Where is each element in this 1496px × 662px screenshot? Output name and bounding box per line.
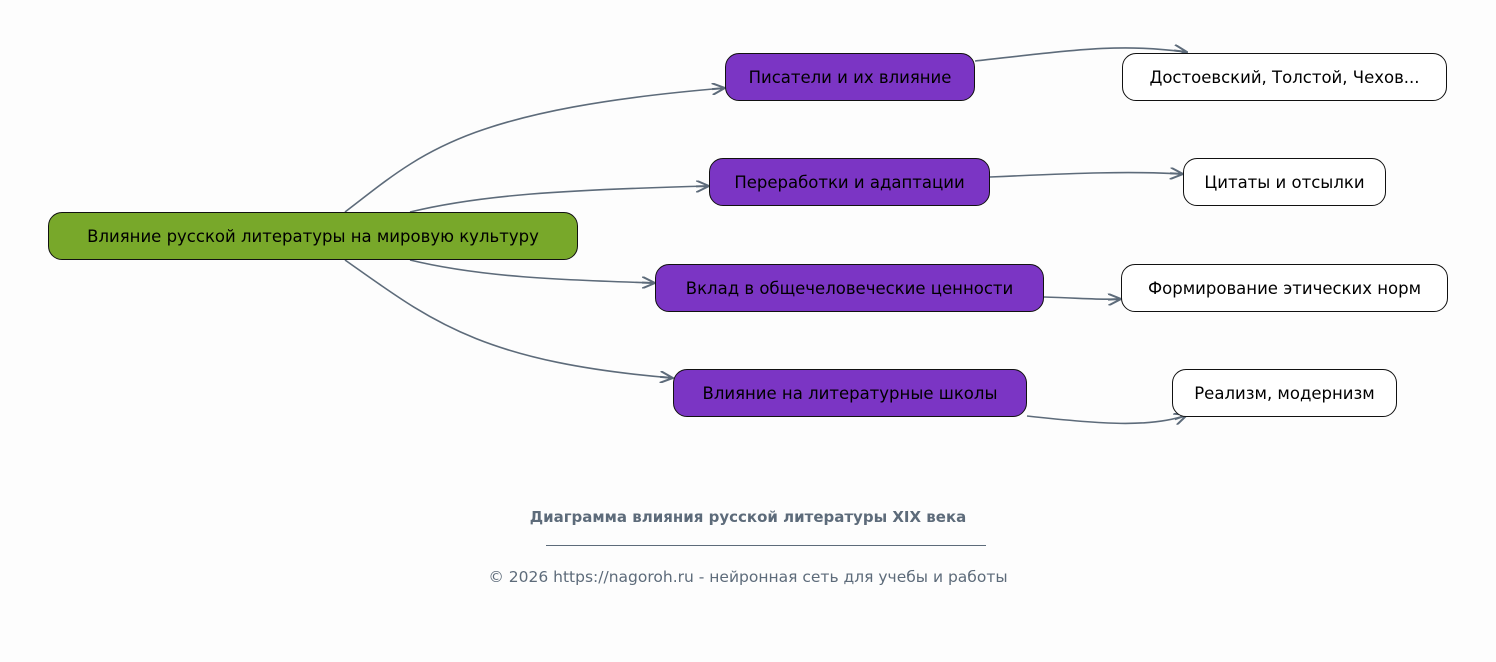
edge-root-branch-3	[409, 259, 655, 283]
edge-root-branch-1	[344, 88, 725, 213]
branch-label: Писатели и их влияние	[748, 67, 952, 87]
leaf-node-4[interactable]: Реализм, модернизм	[1172, 369, 1397, 417]
branch-label: Переработки и адаптации	[734, 172, 965, 192]
branch-node-3[interactable]: Вклад в общечеловеческие ценности	[655, 264, 1044, 312]
branch-label: Вклад в общечеловеческие ценности	[685, 278, 1014, 298]
caption-divider	[546, 545, 986, 546]
branch-label: Влияние на литературные школы	[702, 383, 998, 403]
root-node[interactable]: Влияние русской литературы на мировую ку…	[48, 212, 578, 260]
edge-root-branch-4	[344, 259, 673, 378]
edge-branch-1-leaf	[974, 48, 1187, 62]
leaf-label: Достоевский, Толстой, Чехов...	[1149, 67, 1420, 87]
edge-branch-3-leaf	[1043, 297, 1121, 299]
leaf-label: Цитаты и отсылки	[1204, 172, 1365, 192]
edge-root-branch-2	[409, 186, 709, 213]
branch-node-4[interactable]: Влияние на литературные школы	[673, 369, 1027, 417]
leaf-node-2[interactable]: Цитаты и отсылки	[1183, 158, 1386, 206]
leaf-label: Реализм, модернизм	[1194, 383, 1375, 403]
leaf-node-3[interactable]: Формирование этических норм	[1121, 264, 1448, 312]
leaf-label: Формирование этических норм	[1147, 278, 1422, 298]
branch-node-1[interactable]: Писатели и их влияние	[725, 53, 975, 101]
leaf-node-1[interactable]: Достоевский, Толстой, Чехов...	[1122, 53, 1447, 101]
edge-branch-4-leaf	[1026, 415, 1187, 423]
copyright-text: © 2026 https://nagoroh.ru - нейронная се…	[488, 568, 1008, 586]
root-node-label: Влияние русской литературы на мировую ку…	[87, 226, 539, 246]
diagram-caption: Диаграмма влияния русской литературы XIX…	[529, 508, 967, 526]
edge-branch-2-leaf	[989, 173, 1183, 177]
branch-node-2[interactable]: Переработки и адаптации	[709, 158, 990, 206]
